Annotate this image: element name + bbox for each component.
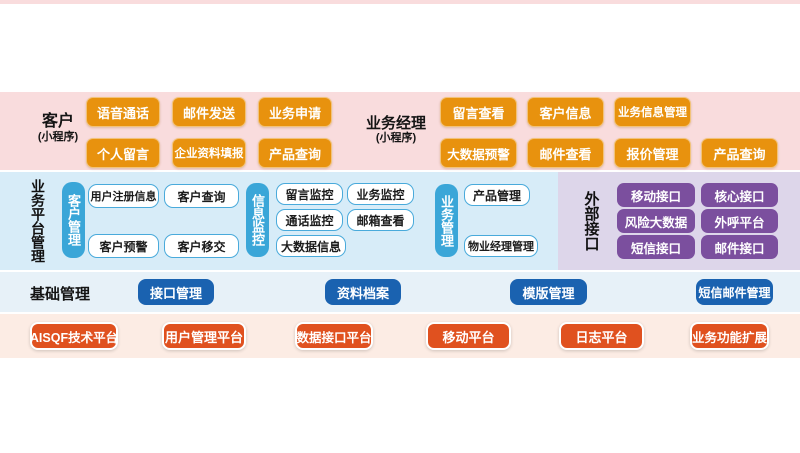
platform-feature-button[interactable]: 留言监控 — [276, 183, 343, 205]
customer-group-title: 客户 — [41, 113, 74, 130]
mini-app-feature-button[interactable]: 语音通话 — [86, 97, 160, 127]
foundation-module-button[interactable]: 模版管理 — [510, 279, 587, 305]
infra-platform-button[interactable]: 业务功能扩展 — [690, 322, 769, 350]
external-interface-button[interactable]: 核心接口 — [701, 183, 778, 207]
mini-app-feature-button[interactable]: 大数据预警 — [440, 138, 517, 168]
category-pill-info-monitoring[interactable]: 信息监控 — [246, 183, 269, 257]
platform-feature-button[interactable]: 物业经理管理 — [464, 235, 538, 257]
mini-app-feature-button[interactable]: 客户信息 — [527, 97, 604, 127]
category-pill-customer-mgmt[interactable]: 客户管理 — [62, 182, 85, 258]
platform-feature-button[interactable]: 业务监控 — [347, 183, 414, 205]
mini-app-feature-button[interactable]: 业务信息管理 — [614, 97, 691, 127]
external-interface-button[interactable]: 短信接口 — [617, 235, 695, 259]
foundation-module-button[interactable]: 短信邮件管理 — [696, 279, 773, 305]
mini-app-feature-button[interactable]: 邮件发送 — [172, 97, 246, 127]
infra-platform-button[interactable]: AISQF技术平台 — [30, 322, 118, 350]
foundation-module-button[interactable]: 接口管理 — [138, 279, 214, 305]
platform-feature-button[interactable]: 产品管理 — [464, 184, 530, 206]
band-infrastructure: AISQF技术平台 用户管理平台 数据接口平台 移动平台 日志平台 业务功能扩展 — [0, 314, 800, 358]
mini-app-feature-button[interactable]: 业务申请 — [258, 97, 332, 127]
customer-group-subtitle: (小程序) — [37, 131, 79, 144]
mini-app-feature-button[interactable]: 产品查询 — [701, 138, 778, 168]
manager-group-label: 业务经理 (小程序) — [358, 115, 434, 145]
manager-group-subtitle: (小程序) — [375, 132, 417, 145]
external-interface-button[interactable]: 风险大数据 — [617, 209, 695, 233]
infra-platform-button[interactable]: 数据接口平台 — [295, 322, 373, 350]
band-mini-programs: 客户 (小程序) 语音通话 邮件发送 业务申请 个人留言 企业资料填报 产品查询… — [0, 92, 800, 170]
customer-group-label: 客户 (小程序) — [22, 113, 94, 145]
infra-platform-button[interactable]: 用户管理平台 — [162, 322, 246, 350]
band-foundation-mgmt: 基础管理 接口管理 资料档案 模版管理 短信邮件管理 — [0, 272, 800, 312]
category-pill-business-mgmt[interactable]: 业务管理 — [435, 184, 458, 257]
mini-app-feature-button[interactable]: 留言查看 — [440, 97, 517, 127]
foundation-band-title: 基础管理 — [30, 286, 91, 303]
platform-feature-button[interactable]: 大数据信息 — [276, 235, 346, 257]
mini-app-feature-button[interactable]: 企业资料填报 — [172, 138, 246, 168]
infra-platform-button[interactable]: 移动平台 — [426, 322, 511, 350]
platform-feature-button[interactable]: 通话监控 — [276, 209, 343, 231]
mini-app-feature-button[interactable]: 产品查询 — [258, 138, 332, 168]
external-interface-button[interactable]: 移动接口 — [617, 183, 695, 207]
platform-feature-button[interactable]: 邮箱查看 — [347, 209, 414, 231]
platform-feature-button[interactable]: 客户查询 — [164, 184, 239, 208]
mini-app-feature-button[interactable]: 个人留言 — [86, 138, 160, 168]
platform-feature-button[interactable]: 客户移交 — [164, 234, 239, 258]
mini-app-feature-button[interactable]: 报价管理 — [614, 138, 691, 168]
platform-feature-button[interactable]: 客户预警 — [88, 234, 159, 258]
platform-band-title: 业务平台管理 — [30, 179, 46, 263]
external-interfaces-panel: 外部接口 移动接口 核心接口 风险大数据 外呼平台 短信接口 邮件接口 — [558, 172, 800, 270]
top-accent-strip — [0, 0, 800, 4]
external-interfaces-title: 外部接口 — [582, 191, 600, 251]
foundation-module-button[interactable]: 资料档案 — [325, 279, 401, 305]
mini-app-feature-button[interactable]: 邮件查看 — [527, 138, 604, 168]
band-business-platform: 外部接口 移动接口 核心接口 风险大数据 外呼平台 短信接口 邮件接口 业务平台… — [0, 172, 800, 270]
external-interface-button[interactable]: 外呼平台 — [701, 209, 778, 233]
platform-feature-button[interactable]: 用户注册信息 — [88, 184, 159, 208]
external-interface-button[interactable]: 邮件接口 — [701, 235, 778, 259]
manager-group-title: 业务经理 — [365, 115, 426, 132]
infra-platform-button[interactable]: 日志平台 — [559, 322, 644, 350]
